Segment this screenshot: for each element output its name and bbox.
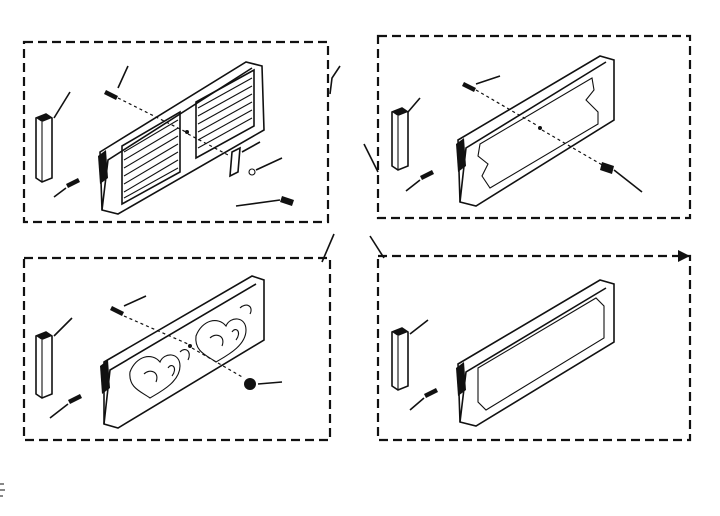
plain-panel-part bbox=[457, 279, 615, 427]
screw-part bbox=[420, 170, 434, 180]
panel-13-group bbox=[363, 34, 692, 220]
decorative-panel-part bbox=[103, 275, 265, 429]
side-trim-part bbox=[391, 107, 409, 171]
screw-part bbox=[424, 388, 438, 398]
screw-part bbox=[66, 178, 80, 188]
screw-part bbox=[68, 394, 82, 404]
panel-14-border bbox=[22, 256, 332, 442]
screw-6-part bbox=[104, 90, 118, 100]
clip-part bbox=[229, 146, 241, 178]
panel-14-group bbox=[22, 233, 335, 442]
washer-part bbox=[248, 168, 256, 176]
screw-1-part bbox=[280, 196, 294, 206]
panel-13-border bbox=[376, 34, 692, 220]
knob-part bbox=[244, 378, 256, 390]
side-trim-part bbox=[35, 331, 53, 399]
edge-mark bbox=[0, 483, 5, 497]
screw-6-part bbox=[462, 82, 476, 92]
panel-12-group bbox=[22, 40, 341, 224]
panel-12-label-leader bbox=[329, 65, 341, 95]
panel-15-arrow bbox=[678, 250, 690, 262]
side-trim-part bbox=[35, 113, 53, 183]
panel-12-border bbox=[22, 40, 330, 224]
fastener-8-part bbox=[600, 162, 614, 174]
screw-6-part bbox=[110, 306, 124, 316]
panel-15-group bbox=[369, 235, 692, 442]
panel-15-border bbox=[376, 254, 692, 442]
side-trim-part bbox=[391, 327, 409, 391]
